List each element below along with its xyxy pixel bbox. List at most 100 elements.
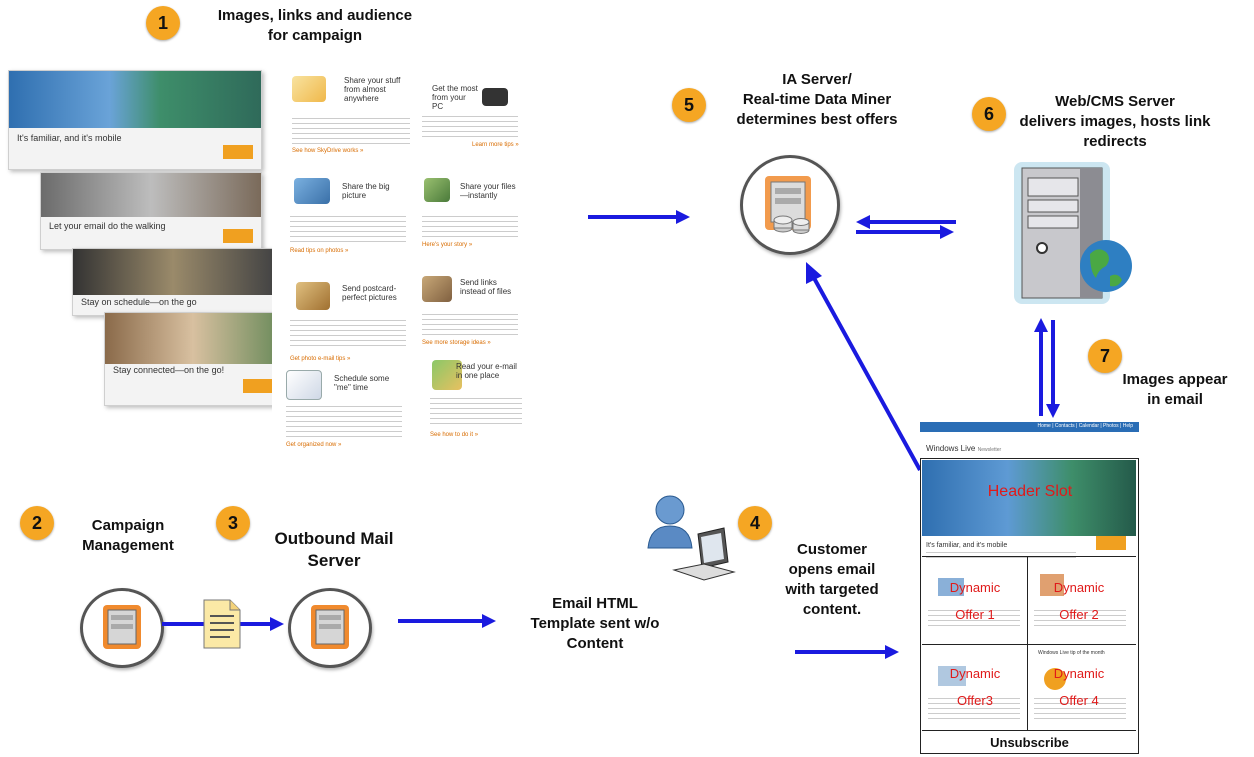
outbound-mail-server	[288, 588, 372, 668]
arrow-cms-to-ia	[868, 220, 956, 224]
files-icon	[424, 178, 450, 202]
step-1-label-line2: for campaign	[267, 27, 363, 44]
newsletter-item-7-link[interactable]: Get organized now »	[286, 442, 342, 448]
document-icon	[200, 596, 244, 652]
newsletter-item-3-title: Share the big picture	[342, 182, 390, 200]
tower-server-icon	[1014, 162, 1132, 304]
arrow-head	[856, 215, 870, 229]
step-3-badge: 3	[216, 506, 250, 540]
arrow-to-email	[795, 650, 887, 654]
email-cta-button[interactable]	[1096, 536, 1126, 550]
mail-icon	[432, 360, 462, 390]
laptop-icon	[482, 88, 508, 106]
campaign-image-4: Stay connected—on the go!	[104, 312, 282, 406]
step-2-label-line1: Campaign	[91, 517, 165, 534]
offer-1-line2: Offer 1	[955, 607, 995, 622]
web-cms-server	[1010, 160, 1140, 308]
arrow-head	[1046, 404, 1060, 418]
email-nav-text: Home | Contacts | Calendar | Photos | He…	[1037, 423, 1133, 429]
arrow-ia-to-cms	[856, 230, 942, 234]
newsletter-item-3-link[interactable]: Read tips on photos »	[290, 248, 349, 254]
step-2-label: Campaign Management	[68, 516, 188, 556]
newsletter-item-6-title: Send links instead of files	[460, 278, 512, 296]
newsletter-item-8-link[interactable]: See how to do it »	[430, 432, 479, 438]
folder-icon	[292, 76, 326, 102]
server-box-icon	[311, 605, 349, 649]
step-6-label-line3: redirects	[1083, 133, 1147, 150]
tip-of-month: Windows Live tip of the month	[1038, 650, 1105, 656]
step-7-badge: 7	[1088, 339, 1122, 373]
ia-server	[740, 155, 840, 255]
step-2-label-line2: Management	[82, 537, 174, 554]
step-6-label: Web/CMS Server delivers images, hosts li…	[1010, 92, 1220, 152]
step-3-label-line1: Outbound Mail	[274, 529, 394, 548]
step-2-badge: 2	[20, 506, 54, 540]
arrow-head	[885, 645, 899, 659]
campaign-management-server	[80, 588, 164, 668]
newsletter-item-6-link[interactable]: See more storage ideas »	[422, 340, 491, 346]
template-note: Email HTML Template sent w/o Content	[520, 594, 670, 654]
arrow-to-ia-server	[588, 215, 678, 219]
arrow-head	[676, 210, 690, 224]
newsletter-item-1-title: Share your stuff from almost anywhere	[344, 76, 401, 103]
step-5-label: IA Server/ Real-time Data Miner determin…	[712, 70, 922, 130]
unsubscribe-link[interactable]: Unsubscribe	[990, 735, 1069, 750]
step-4-label: Customer opens email with targeted conte…	[772, 540, 892, 620]
newsletter-item-7-title: Schedule some "me" time	[334, 374, 390, 392]
campaign-image-1-caption: It's familiar, and it's mobile	[17, 133, 122, 143]
step-5-label-line3: determines best offers	[736, 111, 898, 128]
step-7-label: Images appear in email	[1120, 370, 1230, 410]
campaign-image-2: Let your email do the walking	[40, 172, 262, 250]
step-7-label-line2: in email	[1147, 391, 1203, 408]
campaign-image-4-caption: Stay connected—on the go!	[113, 365, 225, 375]
newsletter-item-5-link[interactable]: Get photo e-mail tips »	[290, 356, 351, 362]
server-box-icon	[103, 605, 141, 649]
newsletter-item-1-link[interactable]: See how SkyDrive works »	[292, 148, 364, 154]
arrow-email-to-ia-server	[806, 262, 922, 471]
offer-1-line1: Dynamic	[949, 580, 1001, 595]
email-body-frame	[920, 458, 1139, 754]
calendar-icon	[286, 370, 322, 400]
offer-4-slot: Dynamic Offer 4	[1044, 666, 1114, 708]
newsletter-item-8-title: Read your e-mail in one place	[456, 362, 517, 380]
offer-4-icon	[1044, 668, 1066, 690]
step-6-badge: 6	[972, 97, 1006, 131]
offer-2-line1: Dynamic	[1053, 580, 1105, 595]
offer-4-line2: Offer 4	[1059, 693, 1099, 708]
database-server-icon	[765, 176, 811, 234]
campaign-image-3-caption: Stay on schedule—on the go	[81, 297, 197, 307]
step-7-label-line1: Images appear	[1122, 371, 1228, 388]
campaign-image-1: It's familiar, and it's mobile	[8, 70, 262, 170]
step-1-label: Images, links and audience for campaign	[190, 6, 440, 46]
offer-1-slot: Dynamic Offer 1	[940, 580, 1010, 622]
offer-3-line1: Dynamic	[949, 666, 1001, 681]
arrow-cms-to-email	[1051, 320, 1055, 406]
email-preview: Home | Contacts | Calendar | Photos | He…	[920, 422, 1139, 754]
newsletter-item-2-link[interactable]: Learn more tips »	[472, 142, 519, 148]
step-4-badge: 4	[738, 506, 772, 540]
newsletter-item-4-title: Share your files—instantly	[460, 182, 516, 200]
postcard-icon	[296, 282, 330, 310]
email-brand-sub: Newsletter	[977, 447, 1002, 453]
campaign-image-3: Stay on schedule—on the go	[72, 248, 274, 316]
step-6-label-line2: delivers images, hosts link	[1019, 113, 1211, 130]
header-slot-label: Header Slot	[987, 483, 1073, 500]
arrow-head	[1034, 318, 1048, 332]
offer-2-icon	[1040, 574, 1064, 596]
template-note-line2: Template sent w/o	[530, 615, 660, 632]
step-3-label: Outbound Mail Server	[254, 528, 414, 572]
step-5-label-line2: Real-time Data Miner	[742, 91, 892, 108]
email-brand: Windows Live Newsletter	[926, 444, 1001, 453]
newsletter-item-5-title: Send postcard-perfect pictures	[342, 284, 397, 302]
offer-3-line2: Offer3	[957, 693, 993, 708]
arrow-email-to-cms	[1039, 330, 1043, 416]
offer-2-slot: Dynamic Offer 2	[1044, 580, 1114, 622]
arrow-to-template	[398, 619, 484, 623]
offer-2-line2: Offer 2	[1059, 607, 1099, 622]
step-5-badge: 5	[672, 88, 706, 122]
email-nav-bar: Home | Contacts | Calendar | Photos | He…	[920, 422, 1139, 432]
offer-4-line1: Dynamic	[1053, 666, 1105, 681]
newsletter-item-4-link[interactable]: Here's your story »	[422, 242, 473, 248]
arrow-head	[270, 617, 284, 631]
campaign-image-2-caption: Let your email do the walking	[49, 221, 166, 231]
